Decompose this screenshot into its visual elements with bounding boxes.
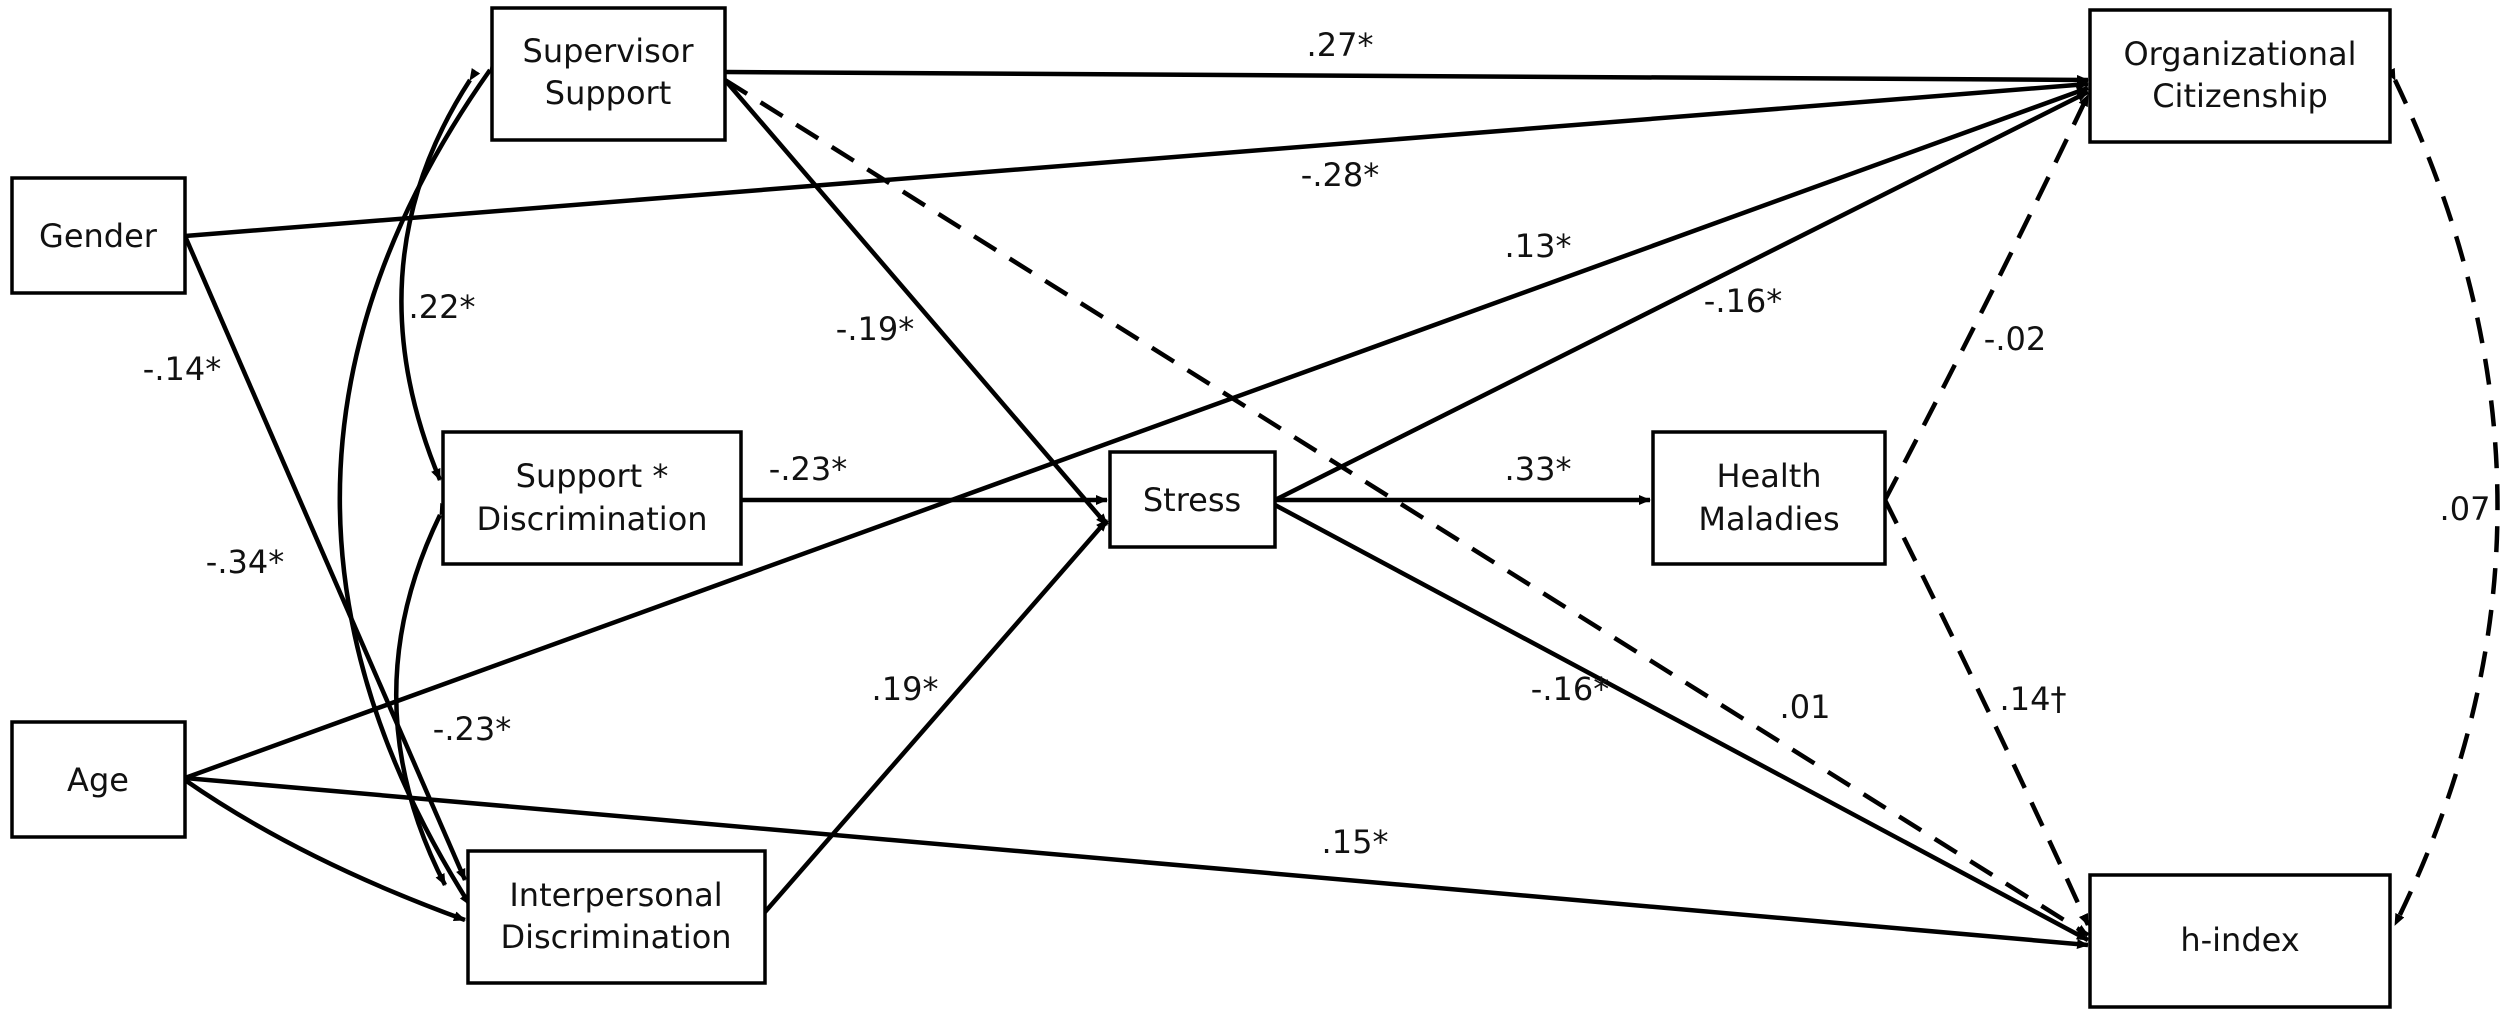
edge-age-to-hindex [184,775,2089,950]
node-health-maladies[interactable]: Health Maladies [1651,430,1887,566]
node-gender-label: Gender [39,217,158,255]
node-health-maladies-line2: Maladies [1698,500,1839,538]
label-supervisor-to-hindex: .01 [1780,688,1831,726]
node-support-discrimination-line1: Support * [516,457,669,495]
node-supervisor-support[interactable]: Supervisor Support [490,6,727,142]
node-stress-label: Stress [1143,481,1241,519]
node-organizational-citizenship-line2: Citizenship [2152,77,2328,115]
label-stress-to-org: -.16* [1704,282,1782,320]
node-age-label: Age [67,761,129,799]
label-interpersonal-to-stress: .19* [872,670,939,708]
label-support-interpersonal-cov: -.23* [433,710,511,748]
node-h-index-label: h-index [2180,921,2299,959]
node-interpersonal-discrimination[interactable]: Interpersonal Discrimination [466,849,767,985]
edge-supervisor-to-stress [723,78,1109,527]
edge-health-to-org [1875,94,2091,513]
label-health-to-hindex: .14† [2000,680,2067,718]
node-organizational-citizenship[interactable]: Organizational Citizenship [2088,8,2392,144]
node-organizational-citizenship-line1: Organizational [2123,35,2356,73]
node-gender[interactable]: Gender [10,176,187,295]
node-supervisor-support-line2: Support [545,74,672,112]
label-age-to-interpersonal: -.34* [206,543,284,581]
label-supervisor-to-org: .27* [1307,26,1374,64]
label-gender-to-support: -.14* [143,350,221,388]
edge-age-to-interpersonal [183,778,466,923]
cov-supervisor-support[interactable] [399,68,481,481]
edge-interpersonal-to-stress [763,518,1109,914]
cov-org-hindex[interactable] [2385,67,2500,926]
edge-stress-to-hindex [1273,503,2090,942]
node-support-discrimination-line2: Discrimination [476,500,707,538]
label-support-to-stress: -.23* [769,450,847,488]
node-health-maladies-line1: Health [1716,457,1821,495]
cov-supervisor-interpersonal[interactable] [337,58,501,907]
node-interpersonal-discrimination-line1: Interpersonal [509,876,722,914]
node-supervisor-support-line1: Supervisor [523,32,695,70]
label-age-to-hindex: .15* [1322,823,1389,861]
label-supervisor-to-stress: -.19* [836,310,914,348]
edge-supervisor-to-org [724,69,2089,85]
node-stress[interactable]: Stress [1108,450,1277,549]
node-age[interactable]: Age [10,720,187,839]
node-h-index[interactable]: h-index [2088,873,2392,1009]
edge-age-to-org [184,85,2089,781]
label-age-to-org: .13* [1505,227,1572,265]
label-stress-to-hindex: -.16* [1531,670,1609,708]
edge-supervisor-to-hindex [723,78,2090,937]
label-stress-to-health: .33* [1505,450,1572,488]
edge-gender-to-org [184,79,2089,239]
label-gender-to-org: -.28* [1301,156,1379,194]
edge-gender-to-support [182,235,468,881]
label-org-hindex-cov: .07 [2440,490,2491,528]
path-labels: .27* -.28* .13* -.16* -.19* -.14* -.34* … [143,26,2491,861]
edges [182,58,2500,950]
cov-support-interpersonal[interactable] [394,502,450,887]
label-supervisor-support-cov: .22* [409,288,476,326]
node-support-discrimination[interactable]: Support * Discrimination [441,430,743,566]
label-health-to-org: -.02 [1984,320,2046,358]
edge-health-to-hindex [1875,487,2091,926]
node-interpersonal-discrimination-line2: Discrimination [500,918,731,956]
